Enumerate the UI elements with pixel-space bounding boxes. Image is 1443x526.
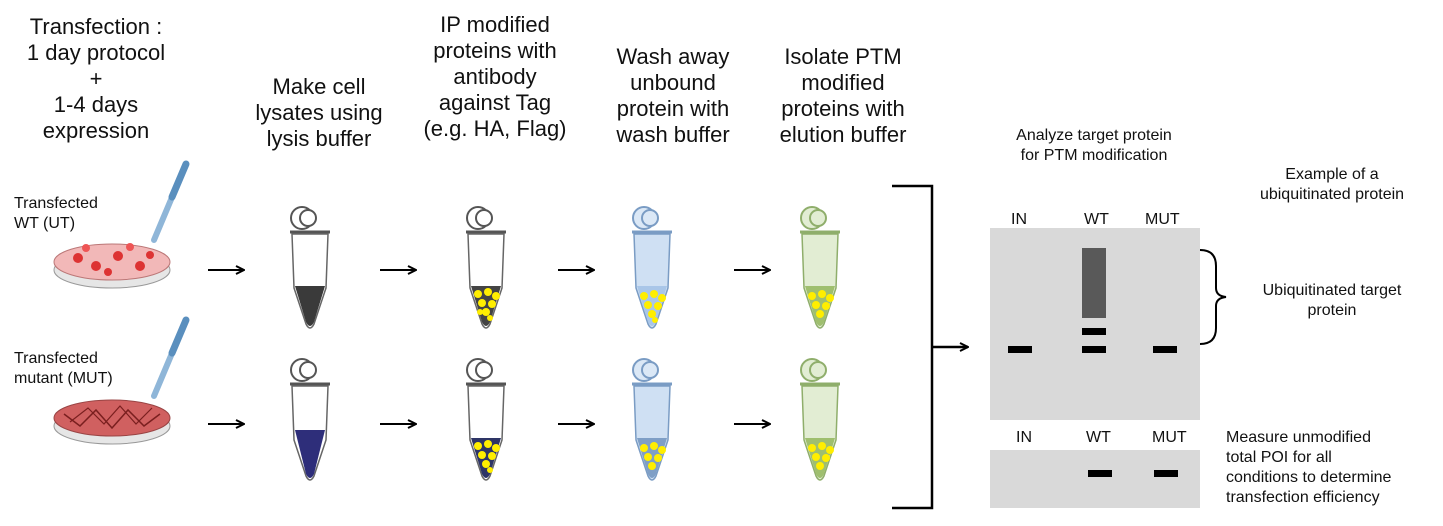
lane-label-mut-bottom: MUT [1152, 429, 1187, 446]
measure-label-line: total POI for all [1226, 449, 1332, 466]
heading-line: protein with [616, 96, 730, 121]
elution-tube-mut [800, 358, 840, 481]
lane-label-wt-bottom: WT [1086, 429, 1111, 446]
culture-dish-wt [53, 243, 171, 289]
pipette-icon [151, 160, 190, 243]
ubiquitin-brace [1199, 249, 1227, 345]
smear-wt [1082, 248, 1106, 318]
heading-line: Make cell [272, 74, 366, 99]
example-label-line: Example of a [1285, 166, 1379, 183]
combine-bracket [892, 184, 968, 510]
sample-label-wt: Transfected WT (UT) [14, 194, 98, 234]
band-in [1008, 346, 1032, 353]
ip-tube-mut [464, 357, 508, 482]
heading-ip: IP modified proteins with antibody again… [402, 12, 588, 142]
heading-elute: Isolate PTM modified proteins with eluti… [762, 44, 924, 148]
step-arrows [208, 270, 770, 424]
measure-label: Measure unmodified total POI for all con… [1226, 428, 1391, 508]
wash-tube-mut [632, 358, 672, 481]
measure-label-line: Measure unmodified [1226, 429, 1371, 446]
example-label-line: ubiquitinated protein [1259, 186, 1405, 203]
heading-line: modified [801, 70, 885, 95]
heading-line: antibody [453, 64, 537, 89]
ip-tube-wt [464, 205, 508, 330]
sample-label-line: Transfected [14, 195, 98, 212]
heading-line: proteins with [781, 96, 905, 121]
sample-label-line: mutant (MUT) [14, 370, 113, 387]
heading-lysate: Make cell lysates using lysis buffer [244, 74, 394, 152]
western-blot-total [990, 450, 1200, 508]
lane-label-in-top: IN [1011, 211, 1027, 228]
sample-label-line: WT (UT) [14, 215, 76, 232]
heading-line: (e.g. HA, Flag) [423, 116, 567, 141]
heading-transfection: Transfection : 1 day protocol + 1-4 days… [0, 14, 192, 144]
heading-line: Transfection : [29, 14, 163, 39]
pipette-icon [151, 316, 190, 399]
lysate-tube-mut [288, 357, 332, 482]
lane-label-wt-top: WT [1084, 211, 1109, 228]
western-blot-ptm [990, 228, 1200, 420]
heading-line: 1-4 days [53, 92, 139, 117]
heading-line: wash buffer [616, 122, 730, 147]
analysis-title: Analyze target protein for PTM modificat… [984, 126, 1204, 166]
band-mut [1153, 346, 1177, 353]
ubiquitinated-label-line: protein [1307, 302, 1357, 319]
elution-tube-wt [800, 206, 840, 329]
lane-label-mut-top: MUT [1145, 211, 1180, 228]
heading-line: + [89, 66, 103, 91]
sample-label-mut: Transfected mutant (MUT) [14, 349, 113, 389]
heading-line: Wash away [616, 44, 730, 69]
heading-line: elution buffer [779, 122, 907, 147]
analysis-title-line: for PTM modification [1020, 147, 1168, 164]
sample-label-line: Transfected [14, 350, 98, 367]
analysis-title-line: Analyze target protein [1016, 127, 1172, 144]
heading-line: against Tag [438, 90, 552, 115]
measure-label-line: conditions to determine [1226, 469, 1392, 486]
heading-line: Isolate PTM [784, 44, 902, 69]
example-label: Example of a ubiquitinated protein [1232, 165, 1432, 205]
band-wt-upper [1082, 328, 1106, 335]
band-wt-total [1088, 470, 1112, 477]
heading-line: expression [42, 118, 150, 143]
band-wt [1082, 346, 1106, 353]
heading-line: IP modified [440, 12, 550, 37]
ubiquitinated-label: Ubiquitinated target protein [1232, 281, 1432, 321]
band-mut-total [1154, 470, 1178, 477]
lane-label-in-bottom: IN [1016, 429, 1032, 446]
ubiquitinated-label-line: Ubiquitinated target [1262, 282, 1402, 299]
heading-line: lysis buffer [266, 126, 372, 151]
lysate-tube-wt [288, 205, 332, 330]
heading-line: proteins with [433, 38, 557, 63]
heading-line: 1 day protocol [26, 40, 166, 65]
measure-label-line: transfection efficiency [1226, 489, 1380, 506]
culture-dish-mut [53, 399, 171, 445]
heading-line: unbound [630, 70, 716, 95]
wash-tube-wt [632, 206, 672, 329]
heading-line: lysates using [255, 100, 383, 125]
heading-wash: Wash away unbound protein with wash buff… [598, 44, 748, 148]
